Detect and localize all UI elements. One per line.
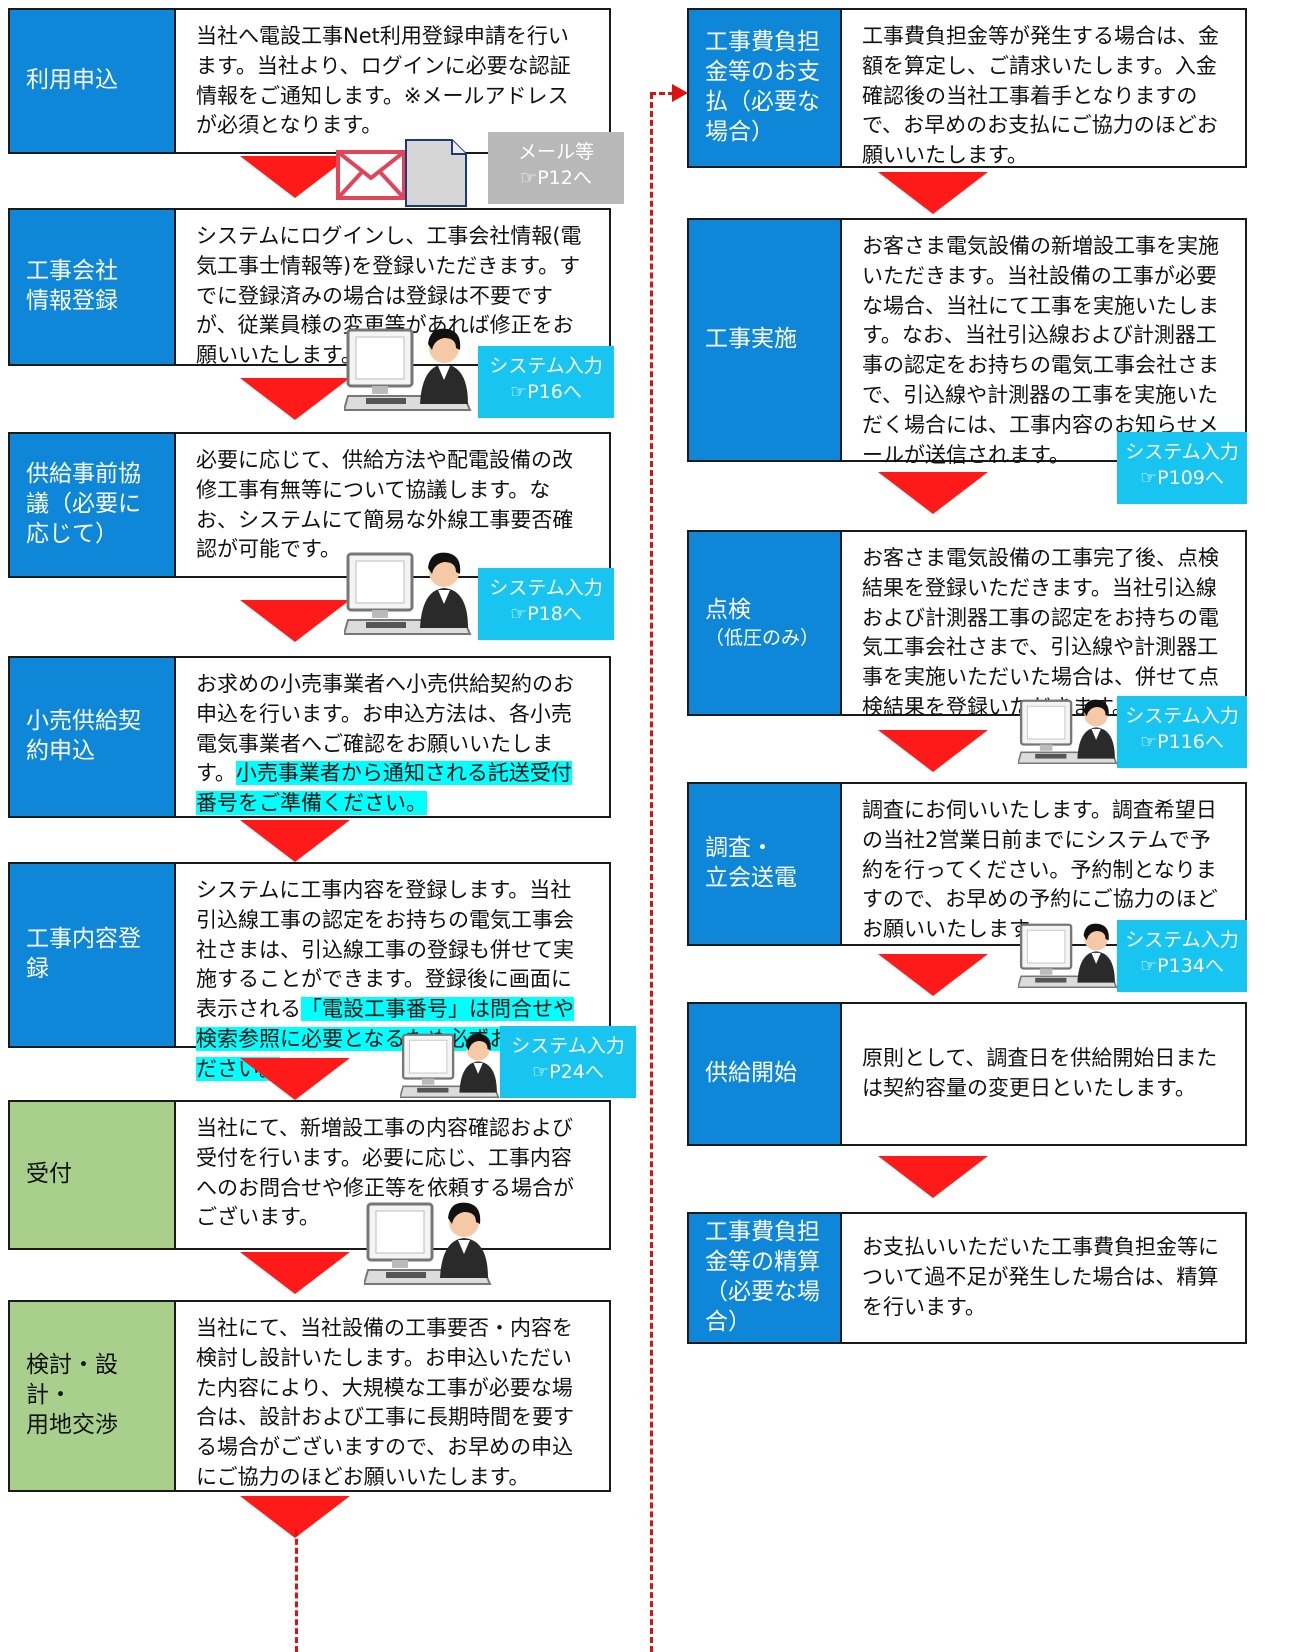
computer-worker-icon	[1018, 922, 1118, 989]
step-description: 当社にて、当社設備の工事要否・内容を検討し設計いたします。お申込いただいた内容に…	[174, 1300, 611, 1492]
step-label: 供給開始	[687, 1002, 840, 1146]
document-icon	[405, 139, 467, 207]
step-description: お求めの小売事業者へ小売供給契約のお申込を行います。お申込方法は、各小売電気事業…	[174, 656, 611, 818]
step-label: 工事内容登 録	[8, 862, 174, 1048]
link-badge-mail[interactable]: メール等☞P12へ	[488, 132, 624, 204]
computer-worker-icon	[344, 327, 472, 412]
flow-arrow	[878, 472, 988, 514]
step-description: 当社にて、新増設工事の内容確認および受付を行います。必要に応じ、工事内容へのお問…	[174, 1100, 611, 1250]
link-badge-system[interactable]: システム入力☞P116へ	[1117, 696, 1247, 768]
step-label: 調査・ 立会送電	[687, 782, 840, 946]
step-description: 調査にお伺いいたします。調査希望日の当社2営業日前までにシステムで予約を行ってく…	[840, 782, 1247, 946]
step-company-registration: 工事会社 情報登録 システムにログインし、工事会社情報(電気工事士情報等)を登録…	[8, 208, 611, 367]
step-label: 供給事前協 議（必要に 応じて）	[8, 432, 174, 578]
step-label: 工事費負担 金等の精算 （必要な場 合）	[687, 1212, 840, 1344]
step-label: 工事実施	[687, 218, 840, 462]
flow-arrow	[240, 820, 350, 862]
flow-arrow	[240, 600, 350, 642]
step-retail-contract: 小売供給契 約申込 お求めの小売事業者へ小売供給契約のお申込を行います。お申込方…	[8, 656, 611, 818]
computer-worker-icon	[1018, 698, 1118, 765]
step-label: 利用申込	[8, 8, 174, 154]
step-description: システムに工事内容を登録します。当社引込線工事の認定をお持ちの電気工事会社さまは…	[174, 862, 611, 1081]
step-settlement: 工事費負担 金等の精算 （必要な場 合） お支払いいただいた工事費負担金等につい…	[687, 1212, 1247, 1344]
step-survey: 調査・ 立会送電 調査にお伺いいたします。調査希望日の当社2営業日前までにシステ…	[687, 782, 1247, 946]
link-badge-system[interactable]: システム入力☞P16へ	[478, 346, 614, 418]
flow-arrow	[878, 730, 988, 772]
step-pre-consultation: 供給事前協 議（必要に 応じて） 必要に応じて、供給方法や配電設備の改修工事有無…	[8, 432, 611, 578]
step-label: 検討・設計・ 用地交渉	[8, 1300, 174, 1492]
connector-arrowhead-icon	[672, 84, 688, 102]
envelope-icon	[336, 150, 406, 200]
step-description: 当社へ電設工事Net利用登録申請を行います。当社より、ログインに必要な認証情報を…	[174, 8, 611, 154]
step-description: 工事費負担金等が発生する場合は、金額を算定し、ご請求いたします。入金確認後の当社…	[840, 8, 1247, 168]
step-label: 受付	[8, 1100, 174, 1250]
step-inspection: 点検 （低圧のみ） お客さま電気設備の工事完了後、点検結果を登録いただきます。当…	[687, 530, 1247, 719]
step-description: お客さま電気設備の工事完了後、点検結果を登録いただきます。当社引込線および計測器…	[840, 530, 1247, 719]
connector-line	[650, 92, 674, 95]
flow-arrow	[240, 1058, 350, 1100]
connector-line	[295, 1530, 298, 1652]
step-design: 検討・設計・ 用地交渉 当社にて、当社設備の工事要否・内容を検討し設計いたします…	[8, 1300, 611, 1492]
step-construction: 工事実施 お客さま電気設備の新増設工事を実施いただきます。当社設備の工事が必要な…	[687, 218, 1247, 467]
flow-arrow	[240, 156, 350, 198]
link-badge-system[interactable]: システム入力☞P18へ	[478, 568, 614, 640]
highlighted-note: 小売事業者から通知される託送受付番号をご準備ください。	[196, 761, 572, 816]
step-payment: 工事費負担 金等のお支 払（必要な 場合） 工事費負担金等が発生する場合は、金額…	[687, 8, 1247, 168]
link-badge-system[interactable]: システム入力☞P134へ	[1117, 920, 1247, 992]
step-description: 原則として、調査日を供給開始日または契約容量の変更日といたします。	[840, 1002, 1247, 1146]
step-work-registration: 工事内容登 録 システムに工事内容を登録します。当社引込線工事の認定をお持ちの電…	[8, 862, 611, 1081]
flow-arrow	[878, 172, 988, 214]
flow-arrow	[240, 378, 350, 420]
step-description: お支払いいただいた工事費負担金等について過不足が発生した場合は、精算を行います。	[840, 1212, 1247, 1344]
flow-arrow	[878, 954, 988, 996]
connector-line	[650, 93, 653, 1652]
computer-worker-icon	[400, 1032, 500, 1099]
computer-worker-icon	[344, 551, 472, 636]
step-label: 工事会社 情報登録	[8, 208, 174, 366]
flow-arrow	[878, 1156, 988, 1198]
step-label: 点検 （低圧のみ）	[687, 530, 840, 716]
step-description: システムにログインし、工事会社情報(電気工事士情報等)を登録いただきます。すでに…	[174, 208, 611, 367]
step-reception: 受付 当社にて、新増設工事の内容確認および受付を行います。必要に応じ、工事内容へ…	[8, 1100, 611, 1250]
link-badge-system[interactable]: システム入力☞P24へ	[500, 1026, 636, 1098]
step-riyou-moushikomi: 利用申込 当社へ電設工事Net利用登録申請を行います。当社より、ログインに必要な…	[8, 8, 611, 154]
computer-worker-icon	[364, 1201, 492, 1286]
flow-arrow	[240, 1252, 350, 1294]
step-label: 小売供給契 約申込	[8, 656, 174, 818]
step-label: 工事費負担 金等のお支 払（必要な 場合）	[687, 8, 840, 168]
step-description: お客さま電気設備の新増設工事を実施いただきます。当社設備の工事が必要な場合、当社…	[840, 218, 1247, 467]
link-badge-system[interactable]: システム入力☞P109へ	[1117, 432, 1247, 504]
step-supply-start: 供給開始 原則として、調査日を供給開始日または契約容量の変更日といたします。	[687, 1002, 1247, 1146]
